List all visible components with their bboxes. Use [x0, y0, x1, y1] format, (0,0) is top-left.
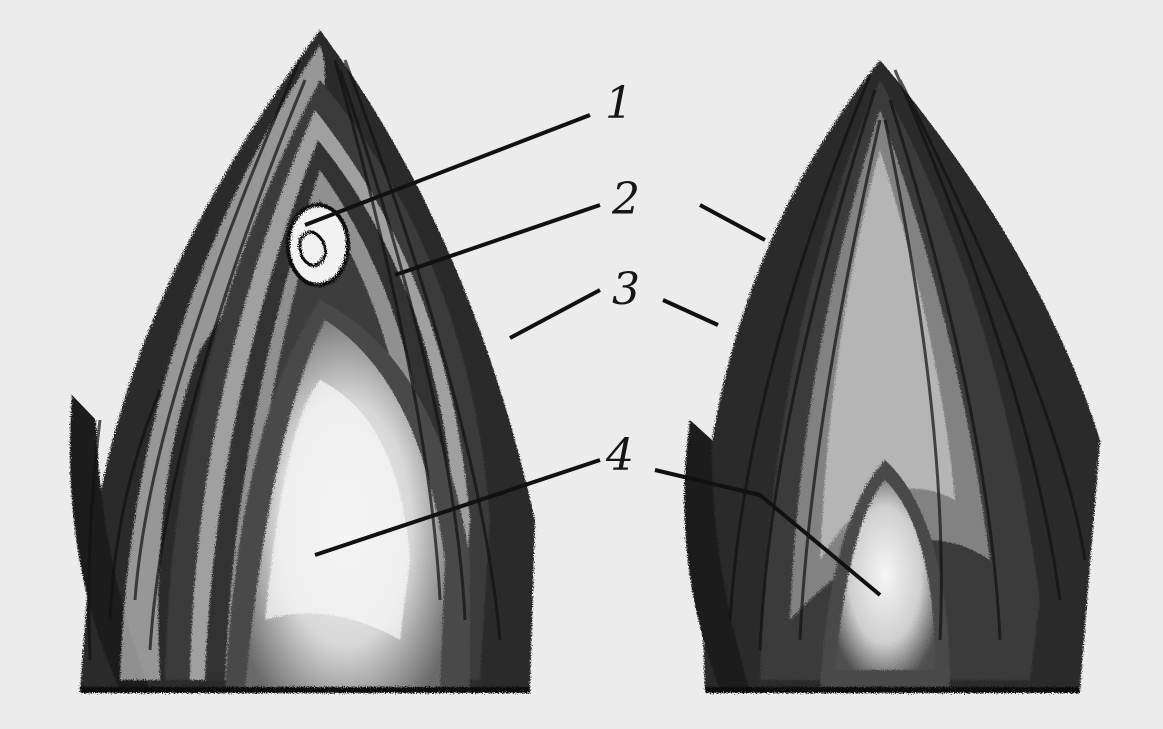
label-2: 2 [611, 174, 640, 225]
growth-point [288, 205, 348, 285]
label-1: 1 [605, 78, 633, 129]
leader-3-right [663, 300, 718, 325]
leader-2-right [700, 205, 765, 240]
label-4: 4 [605, 430, 634, 481]
label-3: 3 [612, 264, 640, 315]
left-bud [70, 30, 535, 690]
leader-3-left [510, 290, 600, 338]
